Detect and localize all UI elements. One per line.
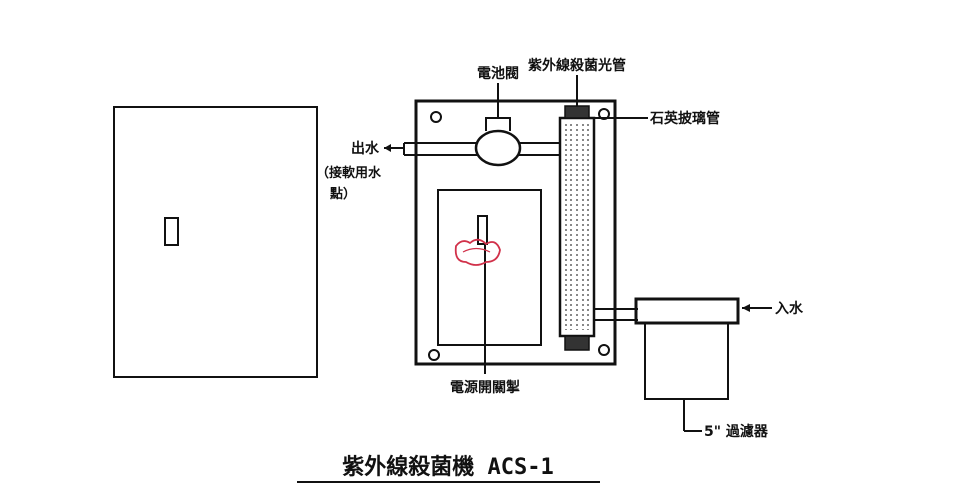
inlet-pipe (594, 308, 638, 321)
uv-lamp-unit (558, 75, 648, 351)
diagram-title: 紫外線殺菌機 ACS-1 (342, 454, 553, 480)
solenoid-valve (474, 83, 522, 167)
filter-5in (634, 297, 772, 432)
water-out-arrow (384, 144, 404, 152)
mount-hole-br (598, 344, 610, 356)
filter-label: 5" 過濾器 (704, 423, 769, 440)
mount-hole-tl (430, 111, 442, 123)
water-out-note-1: （接軟用水 (316, 165, 382, 181)
control-cabinet (113, 106, 318, 378)
water-out-label: 出水 (351, 140, 380, 157)
mount-hole-bl (428, 349, 440, 361)
solenoid-valve-label: 電池閥 (477, 65, 519, 82)
stamp-mark (454, 238, 501, 266)
power-switch-label: 電源開關掣 (450, 379, 520, 396)
quartz-tube-label: 石英披璃管 (649, 110, 720, 127)
mounting-panel (414, 99, 617, 366)
water-in-label: 入水 (775, 300, 804, 317)
power-switch-box (437, 189, 542, 374)
uv-lamp-label: 紫外線殺菌光管 (528, 57, 626, 74)
water-out-note-2: 點） (330, 186, 356, 202)
